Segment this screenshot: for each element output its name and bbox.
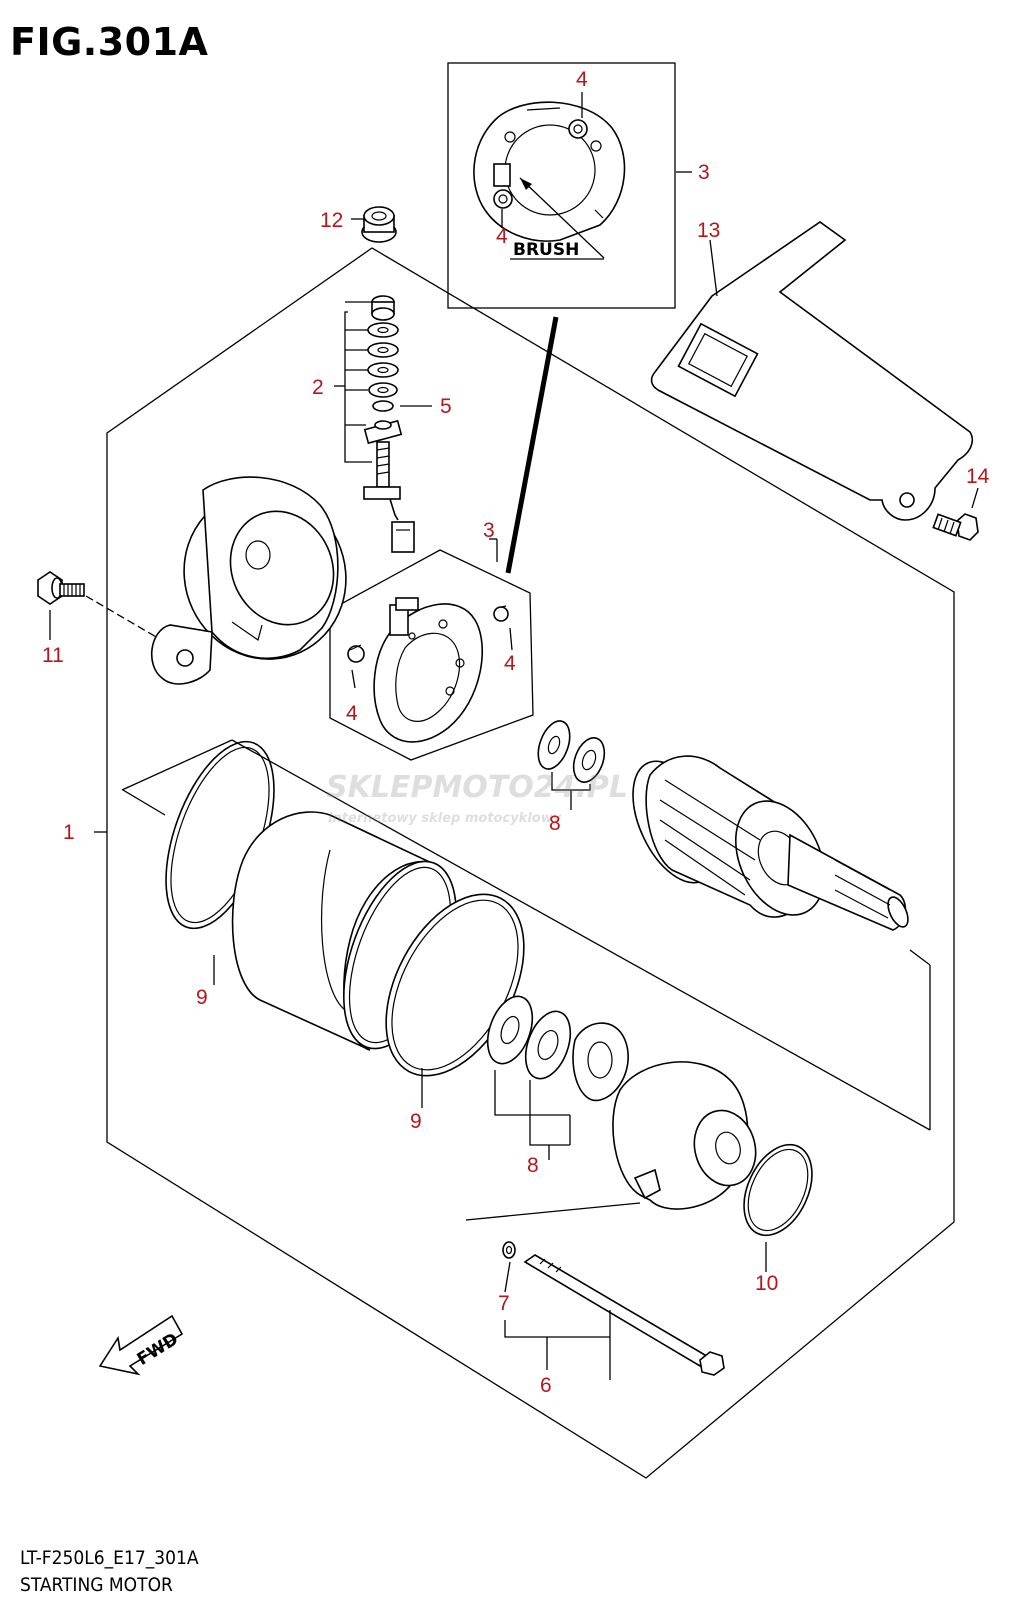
callout-12: 12 xyxy=(320,209,343,232)
leader-lines xyxy=(49,92,979,1293)
callout-4-right: 4 xyxy=(504,652,516,675)
through-bolt-6 xyxy=(465,1202,725,1380)
inset-connector-line xyxy=(505,316,559,574)
callout-6: 6 xyxy=(540,1374,552,1397)
nut-12 xyxy=(361,206,397,243)
callout-13: 13 xyxy=(697,219,720,242)
callout-2: 2 xyxy=(312,376,324,399)
callout-1: 1 xyxy=(63,821,75,844)
callout-11: 11 xyxy=(42,644,64,667)
callout-5: 5 xyxy=(440,395,452,418)
rear-housing xyxy=(150,476,347,685)
callout-9-right: 9 xyxy=(410,1110,422,1133)
watermark: SKLEPMOTO24.PL internetowy sklep motocyk… xyxy=(326,770,628,826)
brush-label-group: BRUSH xyxy=(510,177,605,260)
bolt-11 xyxy=(37,571,159,639)
washers-8-bottom xyxy=(486,995,629,1160)
cover-bracket-13 xyxy=(650,221,974,521)
o-ring-10 xyxy=(743,1143,813,1237)
washers-8-top xyxy=(537,720,606,810)
callout-10: 10 xyxy=(755,1272,778,1295)
figure-description: STARTING MOTOR xyxy=(20,1574,173,1596)
callout-3: 3 xyxy=(483,519,495,542)
callouts: 1 2 3 3 4 4 4 4 5 6 7 8 8 9 9 10 11 12 1… xyxy=(42,68,990,1397)
bolt-14 xyxy=(932,513,979,541)
callout-14: 14 xyxy=(966,465,990,488)
assembly-outline xyxy=(106,247,955,1479)
fwd-arrow: FWD xyxy=(98,1314,184,1376)
front-housing xyxy=(612,1061,757,1210)
figure-code: LT-F250L6_E17_301A xyxy=(20,1547,199,1569)
callout-8-bottom: 8 xyxy=(527,1154,539,1177)
callout-4-left: 4 xyxy=(346,702,358,725)
brush-inset-box xyxy=(447,62,676,309)
figure-title: FIG.301A xyxy=(10,20,209,64)
callout-3-inset: 3 xyxy=(698,161,710,184)
watermark-tagline: internetowy sklep motocyklowy xyxy=(328,811,562,826)
callout-8-top: 8 xyxy=(549,812,561,835)
brush-plate-inset xyxy=(473,101,626,242)
callout-7: 7 xyxy=(498,1292,510,1315)
armature xyxy=(632,755,909,931)
callout-4-inset-top: 4 xyxy=(576,68,588,91)
brush-label: BRUSH xyxy=(513,240,579,260)
watermark-brand: SKLEPMOTO24.PL xyxy=(326,770,628,805)
brush-plate-3 xyxy=(329,549,534,761)
callout-4-inset-bottom: 4 xyxy=(496,225,508,248)
terminal-stack-2 xyxy=(344,295,415,553)
callout-9-left: 9 xyxy=(196,986,208,1009)
